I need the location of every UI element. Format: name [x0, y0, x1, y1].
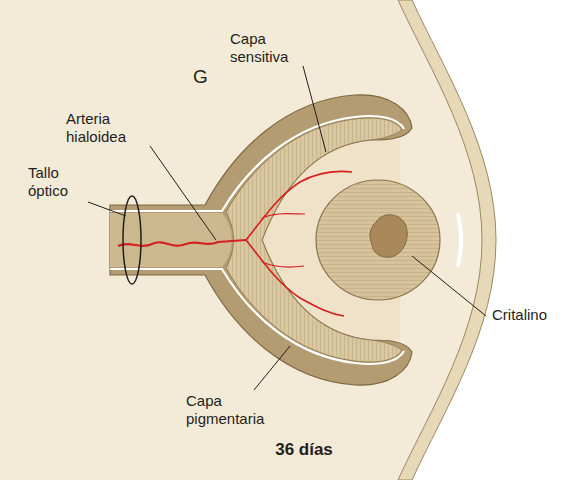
lens	[316, 180, 440, 300]
hyaloid-branch	[262, 214, 305, 218]
panel-letter: G	[193, 66, 223, 88]
part-label: Critalino	[492, 306, 572, 324]
part-label: Tallo óptico	[28, 164, 98, 200]
hyaloid-branch	[246, 171, 352, 240]
mesenchyme	[0, 0, 482, 480]
highlight	[458, 215, 461, 265]
lens-nucleus	[370, 215, 407, 257]
caption: 36 días	[214, 441, 394, 459]
part-label: Capa sensitiva	[230, 30, 312, 66]
section-ring	[123, 196, 141, 284]
hyaloid-branch	[246, 240, 344, 316]
leader-lines	[88, 66, 486, 390]
optic-stalk	[110, 213, 232, 267]
part-label: Arteria hialoidea	[66, 110, 156, 146]
hyaloid-artery	[118, 240, 246, 246]
part-label: Capa pigmentaria	[186, 392, 296, 428]
hyaloid-branch	[262, 262, 304, 267]
